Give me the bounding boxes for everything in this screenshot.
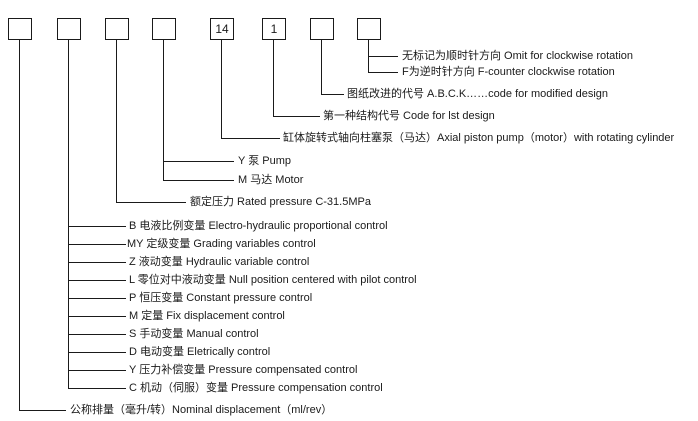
connector-line <box>68 280 126 281</box>
connector-line <box>163 180 234 181</box>
annotation-motor: M 马达 Motor <box>238 174 304 186</box>
annotation-first-design-code: 第一种结构代号 Code for lst design <box>323 110 495 122</box>
annotation-rotation-clockwise: 无标记为顺时针方向 Omit for clockwise rotation <box>402 50 634 62</box>
code-box-4 <box>152 18 176 40</box>
connector-line <box>68 298 126 299</box>
code-box-5-value: 14 <box>215 22 229 36</box>
annotation-control-manual: S 手动变量 Manual control <box>129 328 259 340</box>
annotation-pump: Y 泵 Pump <box>238 155 291 167</box>
connector-line <box>221 40 222 139</box>
annotation-rated-pressure: 额定压力 Rated pressure C-31.5MPa <box>190 196 371 208</box>
annotation-control-null-position: L 零位对中液动变量 Null position centered with p… <box>129 274 417 286</box>
code-box-6-value: 1 <box>270 22 278 36</box>
annotation-pump-type: 缸体旋转式轴向柱塞泵（马达）Axial piston pump（motor）wi… <box>283 132 675 144</box>
connector-line <box>273 40 274 117</box>
connector-line <box>19 40 20 411</box>
connector-line <box>68 40 69 389</box>
connector-line <box>68 226 126 227</box>
annotation-control-constant-pressure: P 恒压变量 Constant pressure control <box>129 292 313 304</box>
annotation-control-grading: MY 定级变量 Grading variables control <box>127 238 316 250</box>
connector-line <box>321 40 322 95</box>
annotation-control-hydraulic: Z 液动变量 Hydraulic variable control <box>129 256 310 268</box>
annotation-nominal-displacement: 公称排量（毫升/转）Nominal displacement（ml/rev） <box>70 404 333 416</box>
connector-line <box>68 316 126 317</box>
connector-line <box>19 410 66 411</box>
code-box-3 <box>105 18 129 40</box>
annotation-modified-design-code: 图纸改进的代号 A.B.C.K……code for modified desig… <box>347 88 609 100</box>
code-box-8 <box>357 18 381 40</box>
code-box-2 <box>57 18 81 40</box>
connector-line <box>273 116 320 117</box>
connector-line <box>163 40 164 181</box>
connector-line <box>368 56 398 57</box>
connector-line <box>68 334 126 335</box>
annotation-control-electro-hydraulic: B 电液比例变量 Electro-hydraulic proportional … <box>129 220 388 232</box>
code-box-6: 1 <box>262 18 286 40</box>
connector-line <box>68 388 126 389</box>
connector-line <box>68 262 126 263</box>
annotation-rotation-counterclockwise: F为逆时针方向 F-counter clockwise rotation <box>402 66 615 78</box>
code-box-7 <box>310 18 334 40</box>
connector-line <box>116 40 117 203</box>
connector-line <box>368 72 398 73</box>
code-box-5: 14 <box>210 18 234 40</box>
annotation-control-electrical: D 电动变量 Eletrically control <box>129 346 271 358</box>
connector-line <box>68 352 126 353</box>
annotation-control-fix-displacement: M 定量 Fix displacement control <box>129 310 285 322</box>
annotation-control-servo: C 机动（伺服）变量 Pressure compensation control <box>129 382 383 394</box>
connector-line <box>68 244 126 245</box>
code-box-1 <box>8 18 32 40</box>
connector-line <box>68 370 126 371</box>
connector-line <box>321 94 344 95</box>
connector-line <box>163 161 234 162</box>
connector-line <box>116 202 186 203</box>
connector-line <box>221 138 280 139</box>
annotation-control-pressure-compensated: Y 压力补偿变量 Pressure compensated control <box>129 364 358 376</box>
